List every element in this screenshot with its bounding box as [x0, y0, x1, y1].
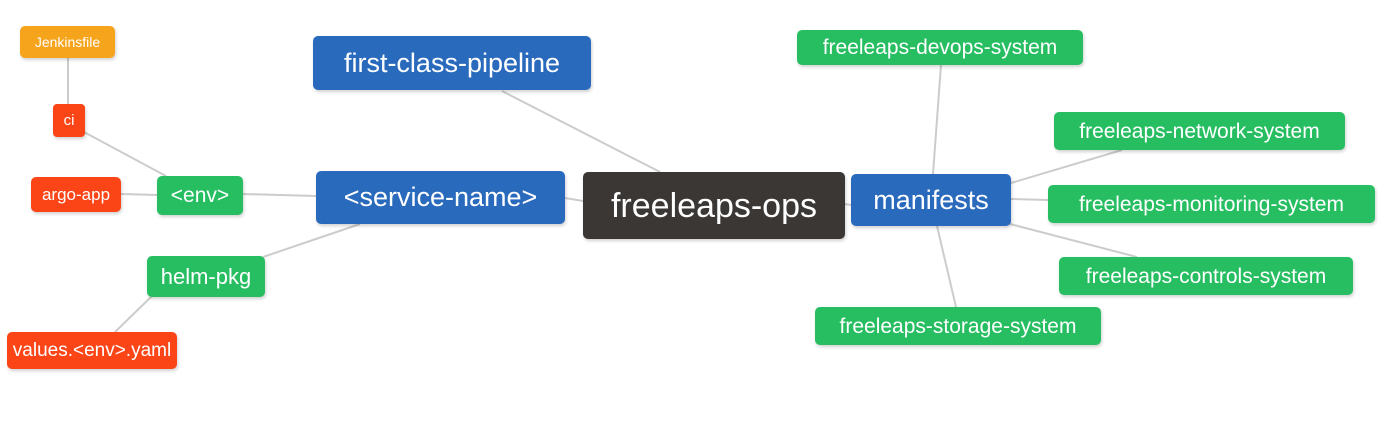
edge-values-helm-pkg — [114, 295, 153, 333]
node-freeleaps-monitoring-system[interactable]: freeleaps-monitoring-system — [1048, 185, 1375, 223]
edge-first-class-pipeline-freeleaps-ops — [501, 90, 661, 173]
edge-helm-pkg-service-name — [262, 223, 361, 258]
edge-service-name-freeleaps-ops — [564, 197, 584, 202]
node-argo-app[interactable]: argo-app — [31, 177, 121, 212]
node-freeleaps-storage-system[interactable]: freeleaps-storage-system — [815, 307, 1101, 345]
node-freeleaps-controls-system[interactable]: freeleaps-controls-system — [1059, 257, 1353, 295]
node-values-env-yaml[interactable]: values.<env>.yaml — [7, 332, 177, 369]
edge-env-service-name — [242, 193, 317, 197]
node-freeleaps-devops-system[interactable]: freeleaps-devops-system — [797, 30, 1083, 65]
edge-argo-app-env — [120, 193, 158, 196]
node-freeleaps-ops[interactable]: freeleaps-ops — [583, 172, 845, 239]
edge-ci-env — [83, 131, 167, 177]
node-manifests[interactable]: manifests — [851, 174, 1011, 226]
node-freeleaps-network-system[interactable]: freeleaps-network-system — [1054, 112, 1345, 150]
edge-manifests-monitoring-system — [1010, 198, 1049, 201]
node-service-name[interactable]: <service-name> — [316, 171, 565, 224]
edge-manifests-storage-system — [936, 225, 957, 308]
edge-manifests-network-system — [1010, 149, 1123, 184]
node-helm-pkg[interactable]: helm-pkg — [147, 256, 265, 297]
node-first-class-pipeline[interactable]: first-class-pipeline — [313, 36, 591, 90]
edge-manifests-controls-system — [1009, 223, 1138, 258]
node-jenkinsfile[interactable]: Jenkinsfile — [20, 26, 115, 58]
node-env[interactable]: <env> — [157, 176, 243, 215]
edge-freeleaps-ops-manifests — [844, 203, 852, 206]
node-ci[interactable]: ci — [53, 104, 85, 137]
edge-manifests-devops-system — [932, 64, 942, 175]
